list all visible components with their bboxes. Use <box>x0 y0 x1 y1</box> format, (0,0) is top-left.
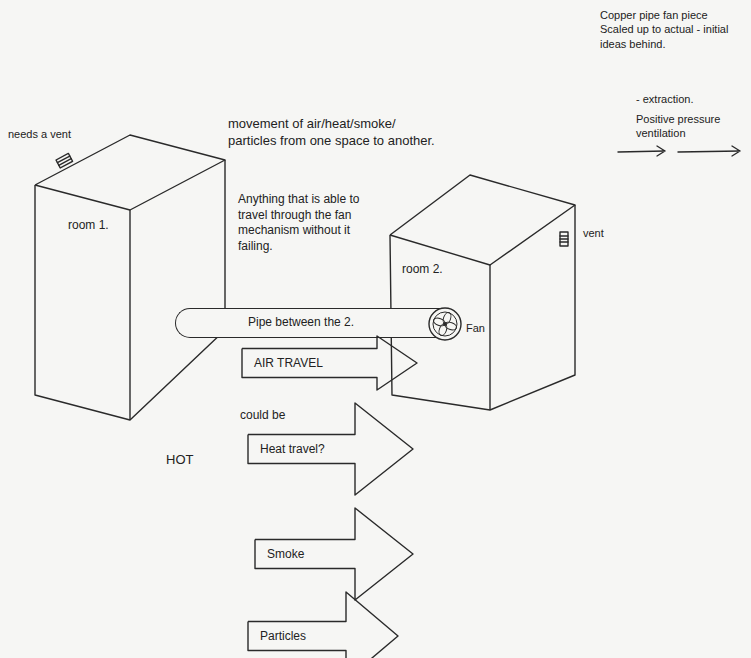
cube-edge <box>129 210 130 420</box>
pipe-shape: Pipe between the 2. <box>175 308 440 338</box>
fan-symbol: Fan <box>428 307 462 341</box>
fan-blade <box>433 317 447 328</box>
direction-arrow <box>618 146 665 156</box>
note-text: Copper pipe fan piece Scaled up to actua… <box>600 8 740 51</box>
node-text: Particles <box>260 629 306 644</box>
cube-outline <box>385 170 580 415</box>
cube-edge <box>489 265 490 410</box>
node-text: room 1. <box>68 218 109 233</box>
node-text: Pipe between the 2. <box>248 315 354 330</box>
arrow-shape <box>255 508 413 600</box>
fan-ring <box>433 312 457 336</box>
vent-note: needs a vent <box>8 127 71 141</box>
cube-edge <box>35 160 225 420</box>
body-note: Anything that is able to travel through … <box>238 192 388 254</box>
node-text: room 2. <box>402 262 443 277</box>
note-text: - extraction. <box>636 92 693 106</box>
cube-edge <box>35 135 225 210</box>
arrow-shape <box>242 336 417 390</box>
vent-symbol <box>560 232 568 246</box>
block-arrow: Particles <box>248 592 398 658</box>
fan-hub <box>443 322 447 326</box>
node-text: Heat travel? <box>260 442 325 457</box>
block-arrow: AIR TRAVEL <box>242 336 417 390</box>
direction-arrow <box>678 146 740 156</box>
note-text: could be <box>240 408 285 424</box>
arrow-outline <box>248 592 398 658</box>
fan-blade <box>442 312 453 326</box>
node-text: Fan <box>466 322 485 336</box>
fan-ring <box>429 308 461 340</box>
vent-label: vent <box>583 226 604 240</box>
note-text: Positive pressure ventilation <box>636 112 740 141</box>
node-text: AIR TRAVEL <box>254 356 323 371</box>
heading-note: movement of air/heat/smoke/ particles fr… <box>228 116 443 150</box>
cube-outline <box>30 128 230 425</box>
room-cube: room 2. <box>385 170 580 415</box>
fan-blade <box>438 323 449 337</box>
note-text: HOT <box>166 452 193 469</box>
fan-blade <box>444 321 458 332</box>
fan-outline <box>428 307 462 341</box>
arrow-shape <box>248 592 398 658</box>
block-arrow: Smoke <box>255 508 413 600</box>
room-cube: room 1. <box>30 128 230 425</box>
cube-edge <box>390 175 575 265</box>
node-text: Smoke <box>267 547 304 562</box>
